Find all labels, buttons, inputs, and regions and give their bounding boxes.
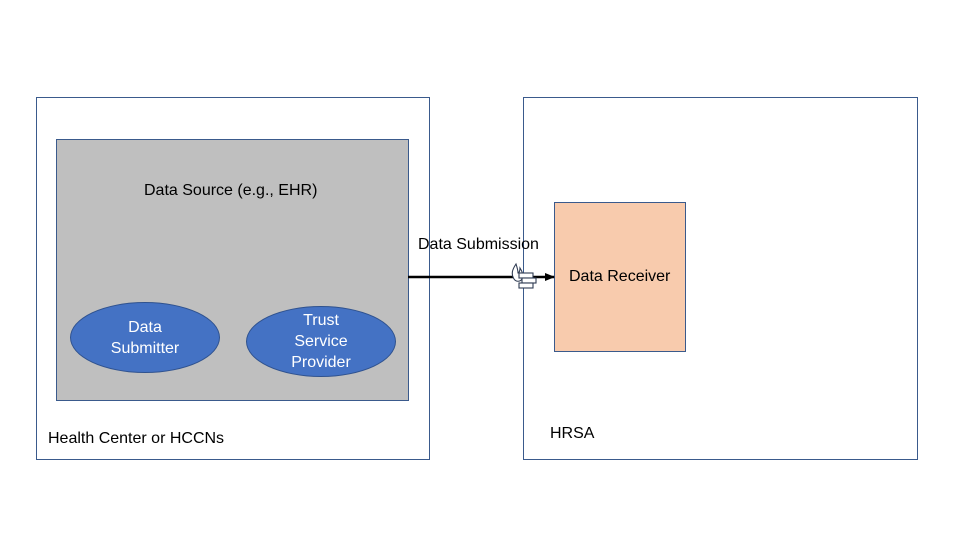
data-submitter-label: Data Submitter bbox=[110, 318, 180, 357]
hrsa-label: HRSA bbox=[550, 425, 595, 442]
trust-service-provider-label: Trust Service Provider bbox=[291, 312, 351, 371]
health-center-container bbox=[36, 97, 430, 460]
data-submitter-ellipse: Data Submitter bbox=[70, 302, 220, 373]
health-center-label: Health Center or HCCNs bbox=[48, 430, 225, 447]
data-receiver-label: Data Receiver bbox=[569, 268, 671, 285]
trust-service-provider-ellipse: Trust Service Provider bbox=[246, 306, 396, 377]
data-submission-label: Data Submission bbox=[418, 236, 539, 253]
data-source-label: Data Source (e.g., EHR) bbox=[144, 182, 318, 199]
